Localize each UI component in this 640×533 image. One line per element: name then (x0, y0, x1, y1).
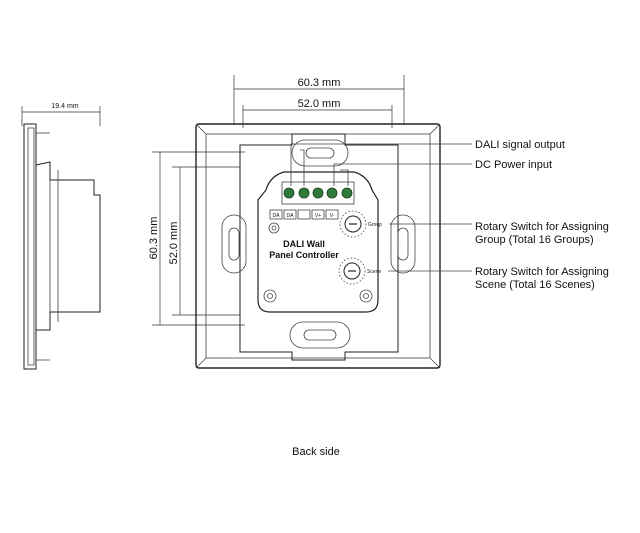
terminal-screw (341, 187, 353, 199)
terminal-screw (312, 187, 324, 199)
pin-label: V+ (315, 213, 321, 219)
pin-label: DA (287, 213, 295, 219)
module-screw-hole (263, 289, 277, 303)
inner-width-label: 52.0 mm (298, 98, 341, 110)
terminals (283, 187, 353, 199)
dali-signal-label: DALI signal output (475, 139, 565, 151)
rotary-scene-label-1: Rotary Switch for Assigning (475, 266, 609, 278)
rotary-group-label-2: Group (Total 16 Groups) (475, 234, 594, 246)
callouts: DALI signal output DC Power input Rotary… (290, 139, 609, 291)
inner-height-label: 52.0 mm (168, 222, 180, 265)
terminal-screw (283, 187, 295, 199)
rotary-group-label-1: Rotary Switch for Assigning (475, 221, 609, 233)
rotary-scene-label-2: Scene (Total 16 Scenes) (475, 279, 595, 291)
module-title-line2: Panel Controller (269, 250, 339, 260)
outer-height-label: 60.3 mm (148, 217, 160, 260)
module-screw-hole (268, 222, 280, 234)
pin-label: DA (273, 213, 281, 219)
module-title-line1: DALI Wall (283, 239, 325, 249)
caption: Back side (292, 446, 340, 458)
module-screw-hole (359, 289, 373, 303)
top-slot (291, 139, 349, 167)
pin-labels: DA DA V+ V- (269, 209, 339, 220)
group-label: Group (368, 222, 382, 228)
scene-label: Scene (367, 269, 381, 275)
rotary-switch-scene: Scene (338, 257, 381, 285)
side-module-body (35, 161, 101, 331)
back-view: 60.3 mm 52.0 mm 60.3 mm 52.0 mm (148, 75, 441, 369)
mounting-bracket (239, 133, 399, 361)
left-slot (221, 214, 247, 274)
pin-label: V- (330, 213, 335, 219)
rotary-switch-group: Group (339, 210, 382, 238)
terminal-screw (298, 187, 310, 199)
depth-label: 19.4 mm (51, 103, 78, 110)
right-slot (390, 214, 416, 274)
controller-module (257, 171, 379, 313)
side-view: 19.4 mm (21, 103, 101, 370)
dali-signal-leader (290, 143, 472, 186)
outer-plate (195, 123, 441, 369)
outer-width-label: 60.3 mm (298, 77, 341, 89)
dc-power-leader (333, 163, 472, 186)
side-faceplate (23, 123, 37, 370)
bottom-slot (289, 321, 351, 349)
terminal-block (281, 181, 355, 205)
terminal-screw (326, 187, 338, 199)
dc-power-label: DC Power input (475, 159, 552, 171)
